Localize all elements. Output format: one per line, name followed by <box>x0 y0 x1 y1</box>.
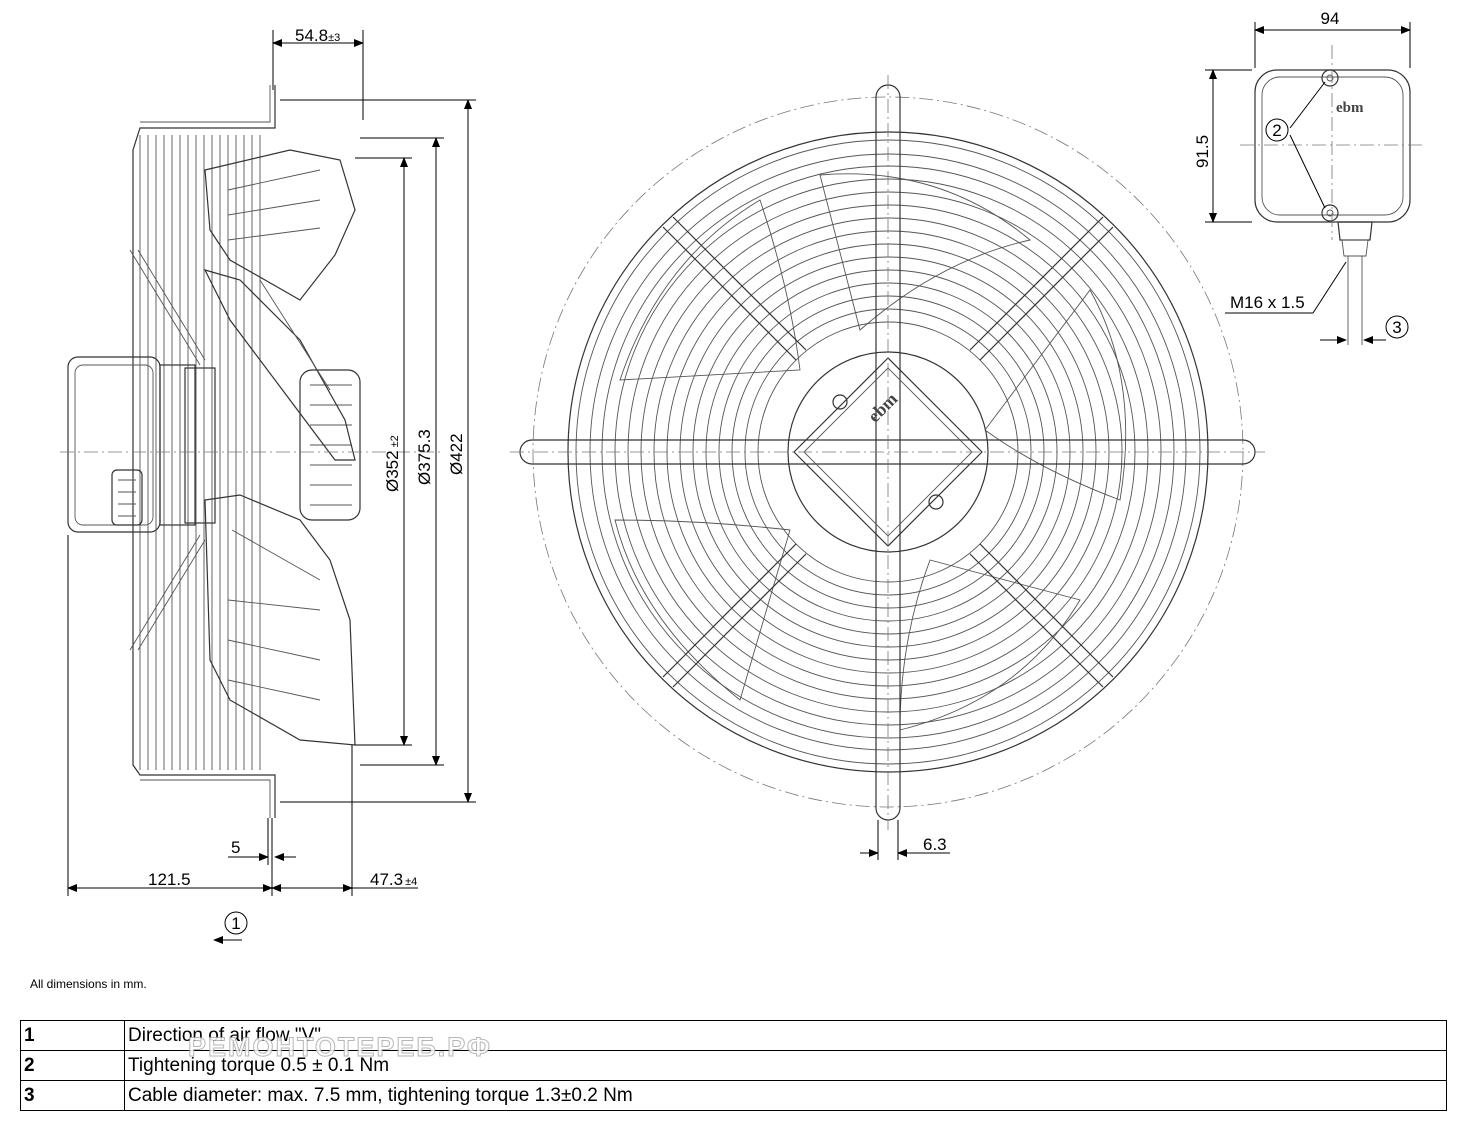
dim-front-depth: 47.3±4 <box>370 870 417 889</box>
front-dimension-lines <box>860 820 950 860</box>
guard-struts <box>519 84 1256 821</box>
legend-text: Cable diameter: max. 7.5 mm, tightening … <box>124 1080 1447 1111</box>
dim-ring-diameter: Ø375.3 <box>415 429 434 485</box>
dim-side-offset: 54.8±3 <box>295 26 340 45</box>
svg-text:2: 2 <box>1272 121 1281 140</box>
units-note: All dimensions in mm. <box>30 977 147 991</box>
dim-total-depth: 121.5 <box>148 870 191 889</box>
table-row: 2 Tightening torque 0.5 ± 0.1 Nm <box>20 1050 1447 1081</box>
blades-front <box>614 173 1127 731</box>
motor-side <box>159 364 361 526</box>
svg-text:3: 3 <box>1392 318 1401 337</box>
svg-text:1: 1 <box>231 914 240 933</box>
watermark: РЕМОНТОТЕРЕБ.РФ <box>188 1032 492 1063</box>
brand-logo-front: ebm <box>864 389 901 426</box>
legend-number: 1 <box>20 1020 125 1051</box>
dim-rod-diameter: 6.3 <box>923 835 947 854</box>
dim-box-height: 91.5 <box>1193 135 1212 168</box>
brand-logo-box: ebm <box>1336 100 1364 116</box>
dim-cable-gland: M16 x 1.5 <box>1230 293 1305 312</box>
legend-table: 1 Direction of air flow "V" 2 Tightening… <box>20 1020 1447 1111</box>
callout-torque: 2 <box>1265 118 1289 142</box>
terminal-box-detail: ebm <box>1205 22 1425 345</box>
side-view: 54.8±3 Ø352±2 Ø375.3 Ø422 5 121.5 47.3±4… <box>60 26 476 944</box>
dim-box-width: 94 <box>1321 9 1340 28</box>
legend-number: 2 <box>20 1050 125 1081</box>
dim-guard-diameter: Ø422 <box>447 433 466 475</box>
callout-cable: 3 <box>1385 315 1409 339</box>
legend-text: Tightening torque 0.5 ± 0.1 Nm <box>124 1050 1447 1081</box>
legend-text: Direction of air flow "V" <box>124 1020 1447 1051</box>
side-dimension-lines <box>67 30 476 944</box>
blades-side <box>203 149 356 746</box>
dim-flange-gap: 5 <box>231 838 240 857</box>
legend-number: 3 <box>20 1080 125 1111</box>
dim-blade-diameter: Ø352±2 <box>383 435 402 492</box>
front-view: ebm 6.3 <box>510 75 1265 860</box>
callout-airflow: 1 <box>224 911 248 935</box>
table-row: 3 Cable diameter: max. 7.5 mm, tightenin… <box>20 1080 1447 1111</box>
guard-side-profile <box>129 85 276 818</box>
terminal-box-side <box>67 356 161 533</box>
